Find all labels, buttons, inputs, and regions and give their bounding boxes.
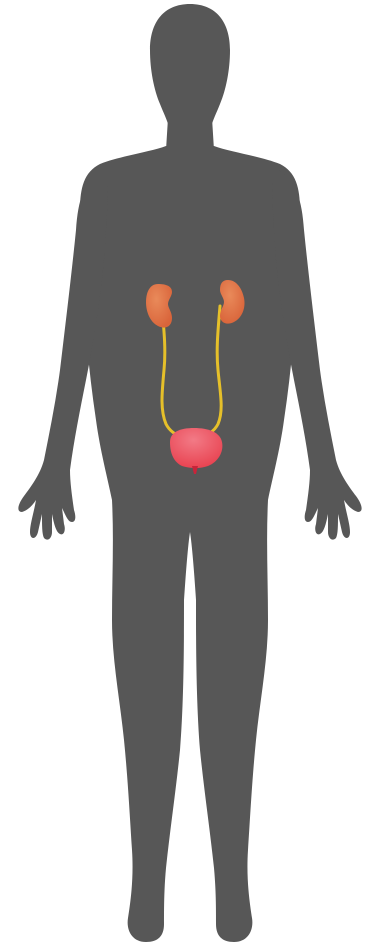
neck xyxy=(166,118,214,150)
head xyxy=(150,4,230,130)
torso-and-legs xyxy=(80,146,300,942)
bladder xyxy=(170,428,222,468)
human-silhouette xyxy=(18,4,361,942)
